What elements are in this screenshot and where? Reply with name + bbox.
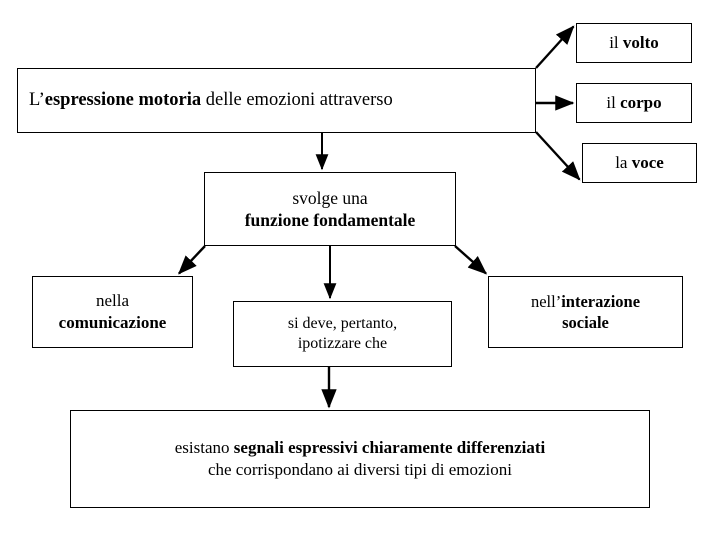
ipotizzare-line1: si deve, pertanto,	[287, 314, 398, 332]
main-text-part2: espressione motoria	[44, 89, 202, 110]
segnali-line2: che corrispondano ai diversi tipi di emo…	[207, 460, 513, 479]
main-text-part3: delle emozioni attraverso	[201, 89, 393, 110]
segnali-line1-part2: segnali espressivi chiaramente differenz…	[233, 438, 546, 458]
node-main-statement-label: L’espressione motoria delle emozioni att…	[18, 89, 399, 113]
arrow-funzione-to-interazione	[454, 245, 488, 275]
voce-text-part1: la	[615, 153, 632, 173]
node-interazione-sociale[interactable]: nell’interazione sociale	[488, 276, 683, 348]
node-la-voce[interactable]: la voce	[582, 143, 697, 183]
funzione-line1: svolge una	[292, 187, 368, 208]
comunicazione-line2: comunicazione	[58, 313, 167, 332]
arrow-main-to-volto	[535, 25, 575, 69]
corpo-text-part1: il	[606, 93, 621, 113]
main-text-part1: L’	[29, 89, 45, 110]
corpo-text-part2: corpo	[620, 93, 662, 113]
funzione-line2: funzione fondamentale	[244, 210, 416, 230]
node-segnali-espressivi-label: esistano segnali espressivi chiaramente …	[169, 437, 552, 481]
volto-text-part1: il	[609, 33, 623, 53]
node-segnali-espressivi[interactable]: esistano segnali espressivi chiaramente …	[70, 410, 650, 508]
node-nella-comunicazione[interactable]: nella comunicazione	[32, 276, 193, 348]
voce-text-part2: voce	[631, 153, 664, 173]
node-si-deve-ipotizzare[interactable]: si deve, pertanto, ipotizzare che	[233, 301, 452, 367]
node-il-corpo[interactable]: il corpo	[576, 83, 692, 123]
node-il-volto-label: il volto	[603, 32, 665, 54]
arrow-funzione-to-comunicazione	[178, 245, 206, 275]
node-interazione-sociale-label: nell’interazione sociale	[525, 291, 646, 333]
segnali-line1-part1: esistano	[174, 438, 234, 458]
node-nella-comunicazione-label: nella comunicazione	[53, 290, 173, 334]
volto-text-part2: volto	[622, 33, 659, 53]
node-la-voce-label: la voce	[609, 152, 670, 174]
node-il-corpo-label: il corpo	[600, 92, 667, 114]
node-si-deve-ipotizzare-label: si deve, pertanto, ipotizzare che	[282, 314, 403, 355]
interazione-line2: sociale	[562, 313, 609, 332]
interazione-text-part1: nell’	[530, 291, 562, 311]
node-main-statement[interactable]: L’espressione motoria delle emozioni att…	[17, 68, 536, 133]
node-il-volto[interactable]: il volto	[576, 23, 692, 63]
comunicazione-line1: nella	[95, 291, 130, 311]
ipotizzare-line2: ipotizzare che	[297, 335, 388, 352]
arrow-main-to-voce	[535, 131, 581, 181]
interazione-text-part2: interazione	[561, 291, 641, 311]
